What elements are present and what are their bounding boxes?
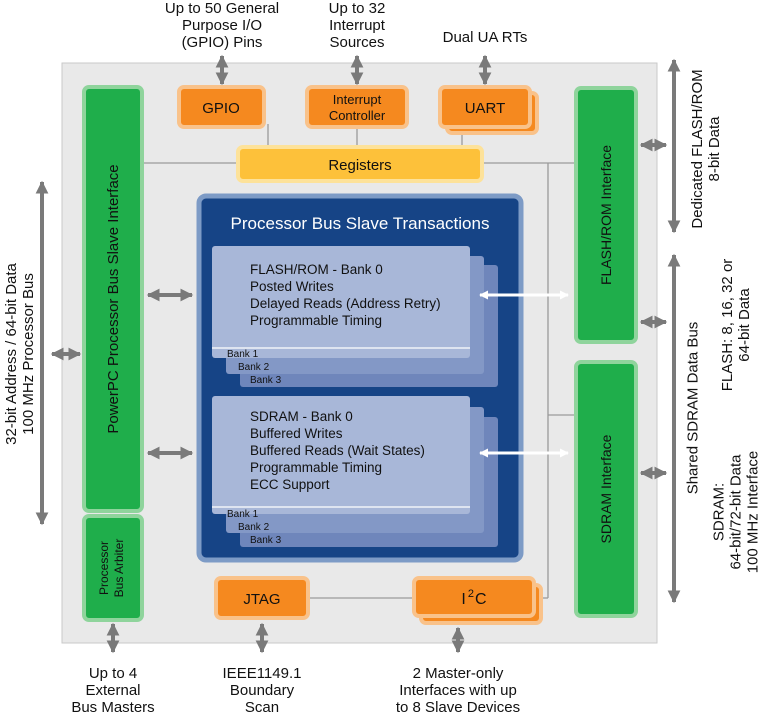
processor-bus-label: 32-bit Address / 64-bit Data 100 MHz Pro… (3, 263, 37, 445)
gpio-label: GPIO (202, 100, 240, 117)
bus-arbiter-block (82, 514, 144, 622)
flash-line-1: Posted Writes (250, 279, 334, 294)
processor-bus-line-2: 100 MHz Processor Bus (20, 273, 37, 435)
sdram-line-4: ECC Support (250, 477, 330, 492)
shared-sdram-bus-line-1: Shared SDRAM Data Bus (684, 321, 702, 495)
flash-bank-1: Bank 1 (227, 349, 259, 360)
flash-rom-interface-block (574, 86, 638, 344)
flash-bank-3: Bank 3 (250, 375, 282, 386)
jtag-label: JTAG (243, 591, 280, 608)
boundary-scan-label: IEEE1149.1 Boundary Scan (207, 665, 317, 716)
sdram-if-label: SDRAM Interface (598, 434, 614, 543)
flash-line-3: Programmable Timing (250, 313, 382, 328)
sdram-width-line-2: 64-bit/72-bit Data (727, 454, 745, 570)
boundary-scan-line-2: Boundary (229, 682, 295, 699)
flash-width-line-2: 64-bit Data (736, 288, 753, 362)
bus-masters-line-3: Bus Masters (71, 699, 155, 716)
flash-card-text: FLASH/ROM - Bank 0 Posted Writes Delayed… (250, 262, 441, 328)
sdram-width-line-1: SDRAM: (710, 482, 728, 542)
flash-line-2: Delayed Reads (Address Retry) (250, 296, 441, 311)
registers-block (236, 145, 484, 183)
boundary-scan-line-1: IEEE1149.1 (222, 665, 302, 682)
bus-masters-label: Up to 4 External Bus Masters (58, 665, 168, 716)
sdram-bank-2: Bank 2 (238, 522, 270, 533)
flash-line-0: FLASH/ROM - Bank 0 (250, 262, 383, 277)
flash-bank-2: Bank 2 (238, 362, 270, 373)
dual-uarts-line-1: Dual UA RTs (442, 29, 528, 46)
flash-bank-labels: Bank 1 Bank 2 Bank 3 (227, 349, 282, 386)
interrupt-sources-line-2: Interrupt (329, 17, 385, 34)
processor-bus-line-1: 32-bit Address / 64-bit Data (3, 263, 20, 445)
arbiter-label-1: Processor (97, 541, 111, 595)
dual-uarts-label: Dual UA RTs (425, 29, 545, 46)
ppc-slave-label: PowerPC Processor Bus Slave Interface (105, 164, 122, 433)
dedicated-flash-line-2: 8-bit Data (706, 116, 723, 182)
gpio-pins-line-3: (GPIO) Pins (181, 34, 263, 51)
flash-card-stack (212, 246, 498, 387)
boundary-scan-line-3: Scan (244, 699, 280, 716)
dedicated-flash-label: Dedicated FLASH/ROM 8-bit Data (689, 69, 723, 228)
sdram-bank-1: Bank 1 (227, 509, 259, 520)
grey-arrows (35, 54, 681, 654)
flash-if-label: FLASH/ROM Interface (598, 145, 614, 285)
interrupt-sources-line-3: Sources (329, 34, 385, 51)
sdram-line-1: Buffered Writes (250, 426, 343, 441)
interrupt-controller-block (305, 85, 409, 129)
bus-masters-line-1: Up to 4 (88, 665, 138, 682)
sdram-bank-3: Bank 3 (250, 535, 282, 546)
arbiter-label-2: Bus Arbiter (112, 539, 126, 598)
gpio-block (177, 85, 266, 129)
interrupt-label-2: Controller (329, 108, 386, 123)
interrupt-sources-label: Up to 32 Interrupt Sources (307, 0, 407, 51)
sdram-interface-block (574, 360, 638, 618)
sdram-card-stack (212, 396, 498, 547)
shared-sdram-bus-label: Shared SDRAM Data Bus (685, 322, 702, 495)
transactions-title: Processor Bus Slave Transactions (231, 214, 490, 233)
uart-block (438, 85, 532, 129)
sdram-line-0: SDRAM - Bank 0 (250, 409, 353, 424)
uart-label: UART (465, 100, 506, 117)
i2c-block (412, 576, 536, 618)
i2c-interfaces-line-2: Interfaces with up (399, 682, 517, 699)
i2c-interfaces-label: 2 Master-only Interfaces with up to 8 Sl… (378, 665, 538, 716)
sdram-line-2: Buffered Reads (Wait States) (250, 443, 425, 458)
jtag-block (214, 576, 310, 620)
sdram-width-label: SDRAM: 64-bit/72-bit Data 100 MHz Interf… (711, 451, 761, 574)
sdram-card-text: SDRAM - Bank 0 Buffered Writes Buffered … (250, 409, 425, 492)
flash-width-line-1: FLASH: 8, 16, 32 or (719, 258, 736, 392)
gpio-pins-line-2: Purpose I/O (181, 17, 263, 34)
sdram-line-3: Programmable Timing (250, 460, 382, 475)
gpio-pins-label: Up to 50 General Purpose I/O (GPIO) Pins (157, 0, 287, 51)
flash-width-label: FLASH: 8, 16, 32 or 64-bit Data (719, 259, 753, 392)
sdram-width-line-3: 100 MHz Interface (744, 450, 761, 574)
bus-masters-line-2: External (85, 682, 141, 699)
dedicated-flash-line-1: Dedicated FLASH/ROM (689, 69, 706, 229)
i2c-interfaces-line-1: 2 Master-only (412, 665, 504, 682)
i2c-interfaces-line-3: to 8 Slave Devices (395, 699, 521, 716)
interrupt-label-1: Interrupt (333, 92, 382, 107)
sdram-bank-labels: Bank 1 Bank 2 Bank 3 (227, 509, 282, 546)
registers-label: Registers (328, 157, 391, 174)
gpio-pins-line-1: Up to 50 General (164, 0, 280, 17)
interrupt-sources-line-1: Up to 32 (328, 0, 386, 17)
ppc-slave-interface-block (82, 85, 144, 513)
